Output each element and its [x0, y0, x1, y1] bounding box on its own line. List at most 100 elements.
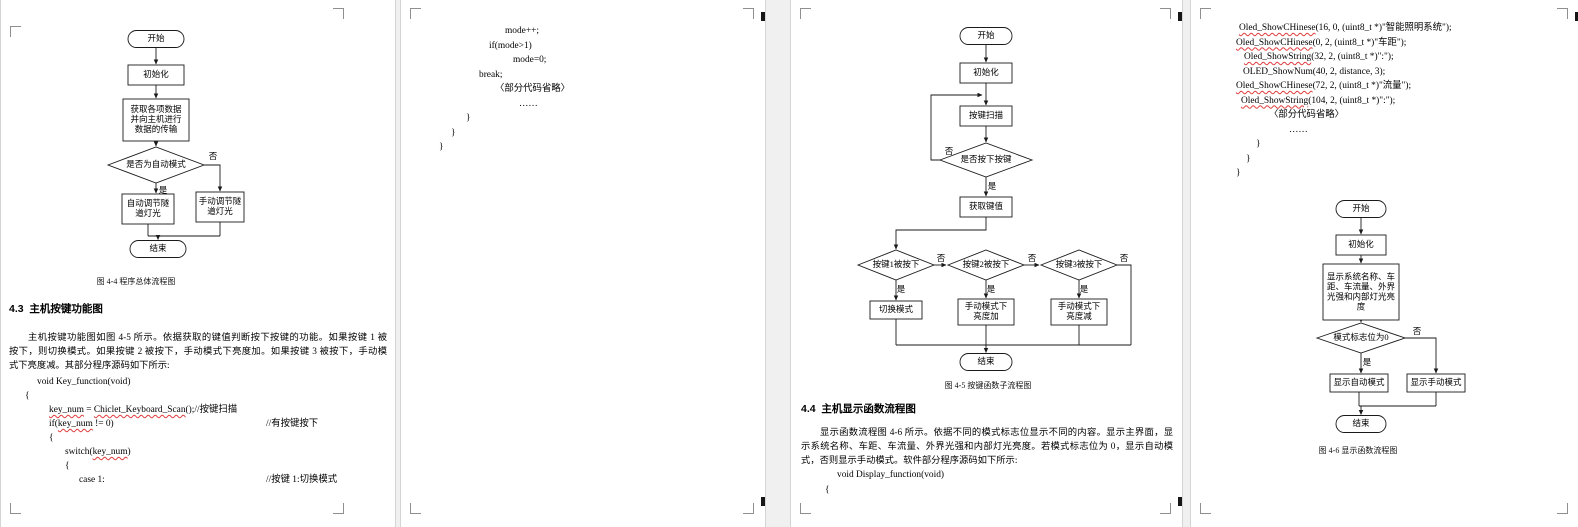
cropmark-bottom-right	[1557, 503, 1568, 514]
fc3-branch-label-no-5: 否	[1119, 253, 1129, 263]
page1-para-line-1: 主机按键功能图如图 4-5 所示。依据获取的键值判断按下按键的功能。如果按键 1…	[28, 333, 387, 343]
fc1-label-init: 初始化	[143, 69, 169, 80]
fc3-shape-init	[959, 62, 1013, 84]
fc1-shape-init	[127, 64, 185, 86]
fc1-shape-decision	[106, 146, 206, 184]
fc3-branch-label-yes-6: 是	[896, 284, 906, 294]
page1-code-line-1: void Key_function(void)	[37, 377, 131, 387]
fc1-shape-auto	[121, 193, 175, 225]
page-edge-mark	[1178, 12, 1182, 21]
paragraph-display-function: 显示函数流程图 4-6 所示。依据不同的模式标志位显示不同的内容。显示主界面，显…	[801, 426, 1173, 468]
fc3-label-box3: 手动模式下亮度减	[1057, 301, 1101, 321]
page1-para-line-3: 式下亮度减。其部分程序源码如下所示:	[9, 361, 170, 371]
fc1-shape-end	[129, 240, 187, 258]
fc4-shape-display	[1322, 263, 1400, 321]
fc3-label-scan: 按键扫描	[968, 110, 1004, 121]
fc3-branch-label-no-3: 否	[936, 253, 946, 263]
fc1-label-decision: 是否为自动模式	[126, 159, 186, 170]
fc3-shape-dec0	[938, 142, 1034, 178]
page1-code-comment-4: //有按键按下	[266, 419, 319, 429]
cropmark-bottom-left	[10, 503, 21, 514]
page1-code-line-6: switch(key_num)	[65, 447, 131, 457]
page3-code-line-1: void Display_function(void)	[837, 470, 945, 480]
fc4-branch-label-no-2: 否	[1412, 326, 1422, 336]
page-4: Oled_ShowCHinese(16, 0, (uint8_t *)"智能照明…	[1190, 0, 1578, 527]
page2-code-line-3: mode=0;	[513, 55, 547, 65]
cropmark-top-left	[410, 8, 421, 19]
page1-para-line-2: 按下，则切换模式。如果按键 2 被按下，手动模式下亮度加。如果按键 3 被按下，…	[9, 347, 387, 357]
page1-code-line-3: key_num = Chiclet_Keyboard_Scan();//按键扫描	[49, 405, 238, 415]
fc4-label-decision: 模式标志位为0	[1333, 332, 1389, 343]
page4-code-line-1: Oled_ShowCHinese(16, 0, (uint8_t *)"智能照明…	[1239, 23, 1452, 33]
page-2: mode++;if(mode>1)mode=0;break;〈部分代码省略〉………	[400, 0, 766, 527]
page2-code-line-9: }	[439, 142, 444, 152]
fc1-branch-label-yes-1: 是	[158, 185, 168, 195]
cropmark-bottom-left	[410, 503, 421, 514]
fc3-shape-getkey	[959, 196, 1013, 218]
fc3-connector	[930, 92, 983, 161]
fc4-shape-auto	[1329, 373, 1389, 393]
fc3-label-dec3: 按键3被按下	[1055, 259, 1103, 270]
fc3-drawing	[856, 27, 1132, 371]
fc1-label-manual: 手动调节隧道灯光	[198, 196, 242, 216]
fc1-shape-manual	[195, 191, 245, 223]
fc1-connector	[204, 164, 223, 192]
page4-code-line-11: }	[1236, 168, 1241, 178]
code-block-oled-display: Oled_ShowCHinese(16, 0, (uint8_t *)"智能照明…	[1191, 21, 1578, 181]
page3-para-line-1: 显示函数流程图 4-6 所示。依据不同的模式标志位显示不同的内容。显示主界面，显	[820, 428, 1173, 438]
fc1-label-auto: 自动调节隧道灯光	[126, 198, 170, 218]
page-edge-mark	[761, 497, 765, 506]
code-block-key-function: void Key_function(void) { key_num = Chicle…	[1, 375, 395, 487]
fc3-shape-box1	[869, 300, 923, 320]
page1-code-line-2: {	[25, 391, 30, 401]
fc4-label-start: 开始	[1352, 203, 1370, 214]
page2-code-line-8: }	[451, 127, 456, 138]
fc3-shape-dec2	[946, 249, 1026, 281]
cropmark-bottom-right	[1160, 503, 1171, 514]
fc1-label-collect: 获取各项数据并向主机进行数据的传输	[130, 104, 182, 134]
section-heading-4-3: 4.3 主机按键功能图	[9, 303, 103, 315]
cropmark-top-right	[1557, 8, 1568, 19]
fc1-label-start: 开始	[147, 33, 165, 44]
page4-code-line-6: Oled_ShowString(104, 2, (uint8_t *)":");	[1241, 95, 1396, 106]
figure-caption-4-6: 图 4-6 显示函数流程图	[1318, 446, 1398, 455]
fc4-connector	[1405, 337, 1439, 374]
page2-code-line-7: }	[466, 113, 471, 123]
page1-code-line-4: if(key_num != 0)//有按键按下	[49, 419, 319, 429]
fc3-branch-label-yes-2: 是	[987, 181, 997, 191]
fc4-label-auto: 显示自动模式	[1333, 377, 1385, 388]
fc3-label-box1: 切换模式	[878, 304, 914, 315]
cropmark-top-right	[743, 8, 754, 19]
fc3-label-dec1: 按键1被按下	[872, 259, 920, 270]
page4-code-line-2: Oled_ShowCHinese(0, 2, (uint8_t *)"车距");	[1236, 37, 1407, 48]
fc1-label-end: 结束	[149, 243, 167, 254]
fc4-shape-init	[1335, 234, 1387, 256]
fc4-branch-label-yes-1: 是	[1362, 357, 1372, 367]
page4-code-line-10: }	[1246, 153, 1251, 164]
cropmark-top-left	[10, 26, 21, 37]
page3-para-line-3: 式，否则显示手动模式。软件部分程序源码如下所示:	[801, 456, 1018, 466]
page3-para-line-2: 示系统名称、车距、车流量、外界光强和内部灯光亮度。若模式标志位为 0，显示自动模	[801, 442, 1173, 452]
fc3-label-dec0: 是否按下按键	[960, 154, 1012, 165]
page-3: 开始初始化按键扫描是否按下按键获取键值按键1被按下按键2被按下按键3被按下切换模…	[790, 0, 1183, 527]
fc3-label-box2: 手动模式下亮度加	[964, 301, 1008, 321]
page-edge-mark	[761, 12, 765, 21]
flowchart-overall-program: 开始初始化获取各项数据并向主机进行数据的传输是否为自动模式自动调节隧道灯光 手动调…	[1, 0, 395, 268]
fc3-shape-box2	[957, 298, 1015, 326]
page2-code-line-6: ……	[519, 98, 538, 109]
page-edge-mark	[1575, 12, 1578, 21]
page1-code-line-8: case 1://按键 1:切换模式	[79, 475, 338, 485]
fc1-shape-collect	[122, 98, 190, 142]
page4-code-line-8: ……	[1289, 124, 1308, 135]
fc3-shape-scan	[959, 105, 1013, 127]
page4-code-line-5: Oled_ShowCHinese(72, 2, (uint8_t *)"流量")…	[1236, 81, 1412, 91]
flowchart-key-function: 开始初始化按键扫描是否按下按键获取键值按键1被按下按键2被按下按键3被按下切换模…	[791, 0, 1182, 376]
page1-code-line-7: {	[65, 461, 70, 471]
fc3-connector	[893, 217, 987, 250]
fc4-label-manual: 显示手动模式	[1410, 377, 1462, 388]
page-1: 开始初始化获取各项数据并向主机进行数据的传输是否为自动模式自动调节隧道灯光 手动调…	[0, 0, 396, 527]
page1-code-comment-8: //按键 1:切换模式	[266, 475, 338, 485]
fc3-label-start: 开始	[977, 30, 995, 41]
page1-code-line-5: {	[49, 433, 54, 443]
fc4-label-init: 初始化	[1348, 239, 1374, 250]
